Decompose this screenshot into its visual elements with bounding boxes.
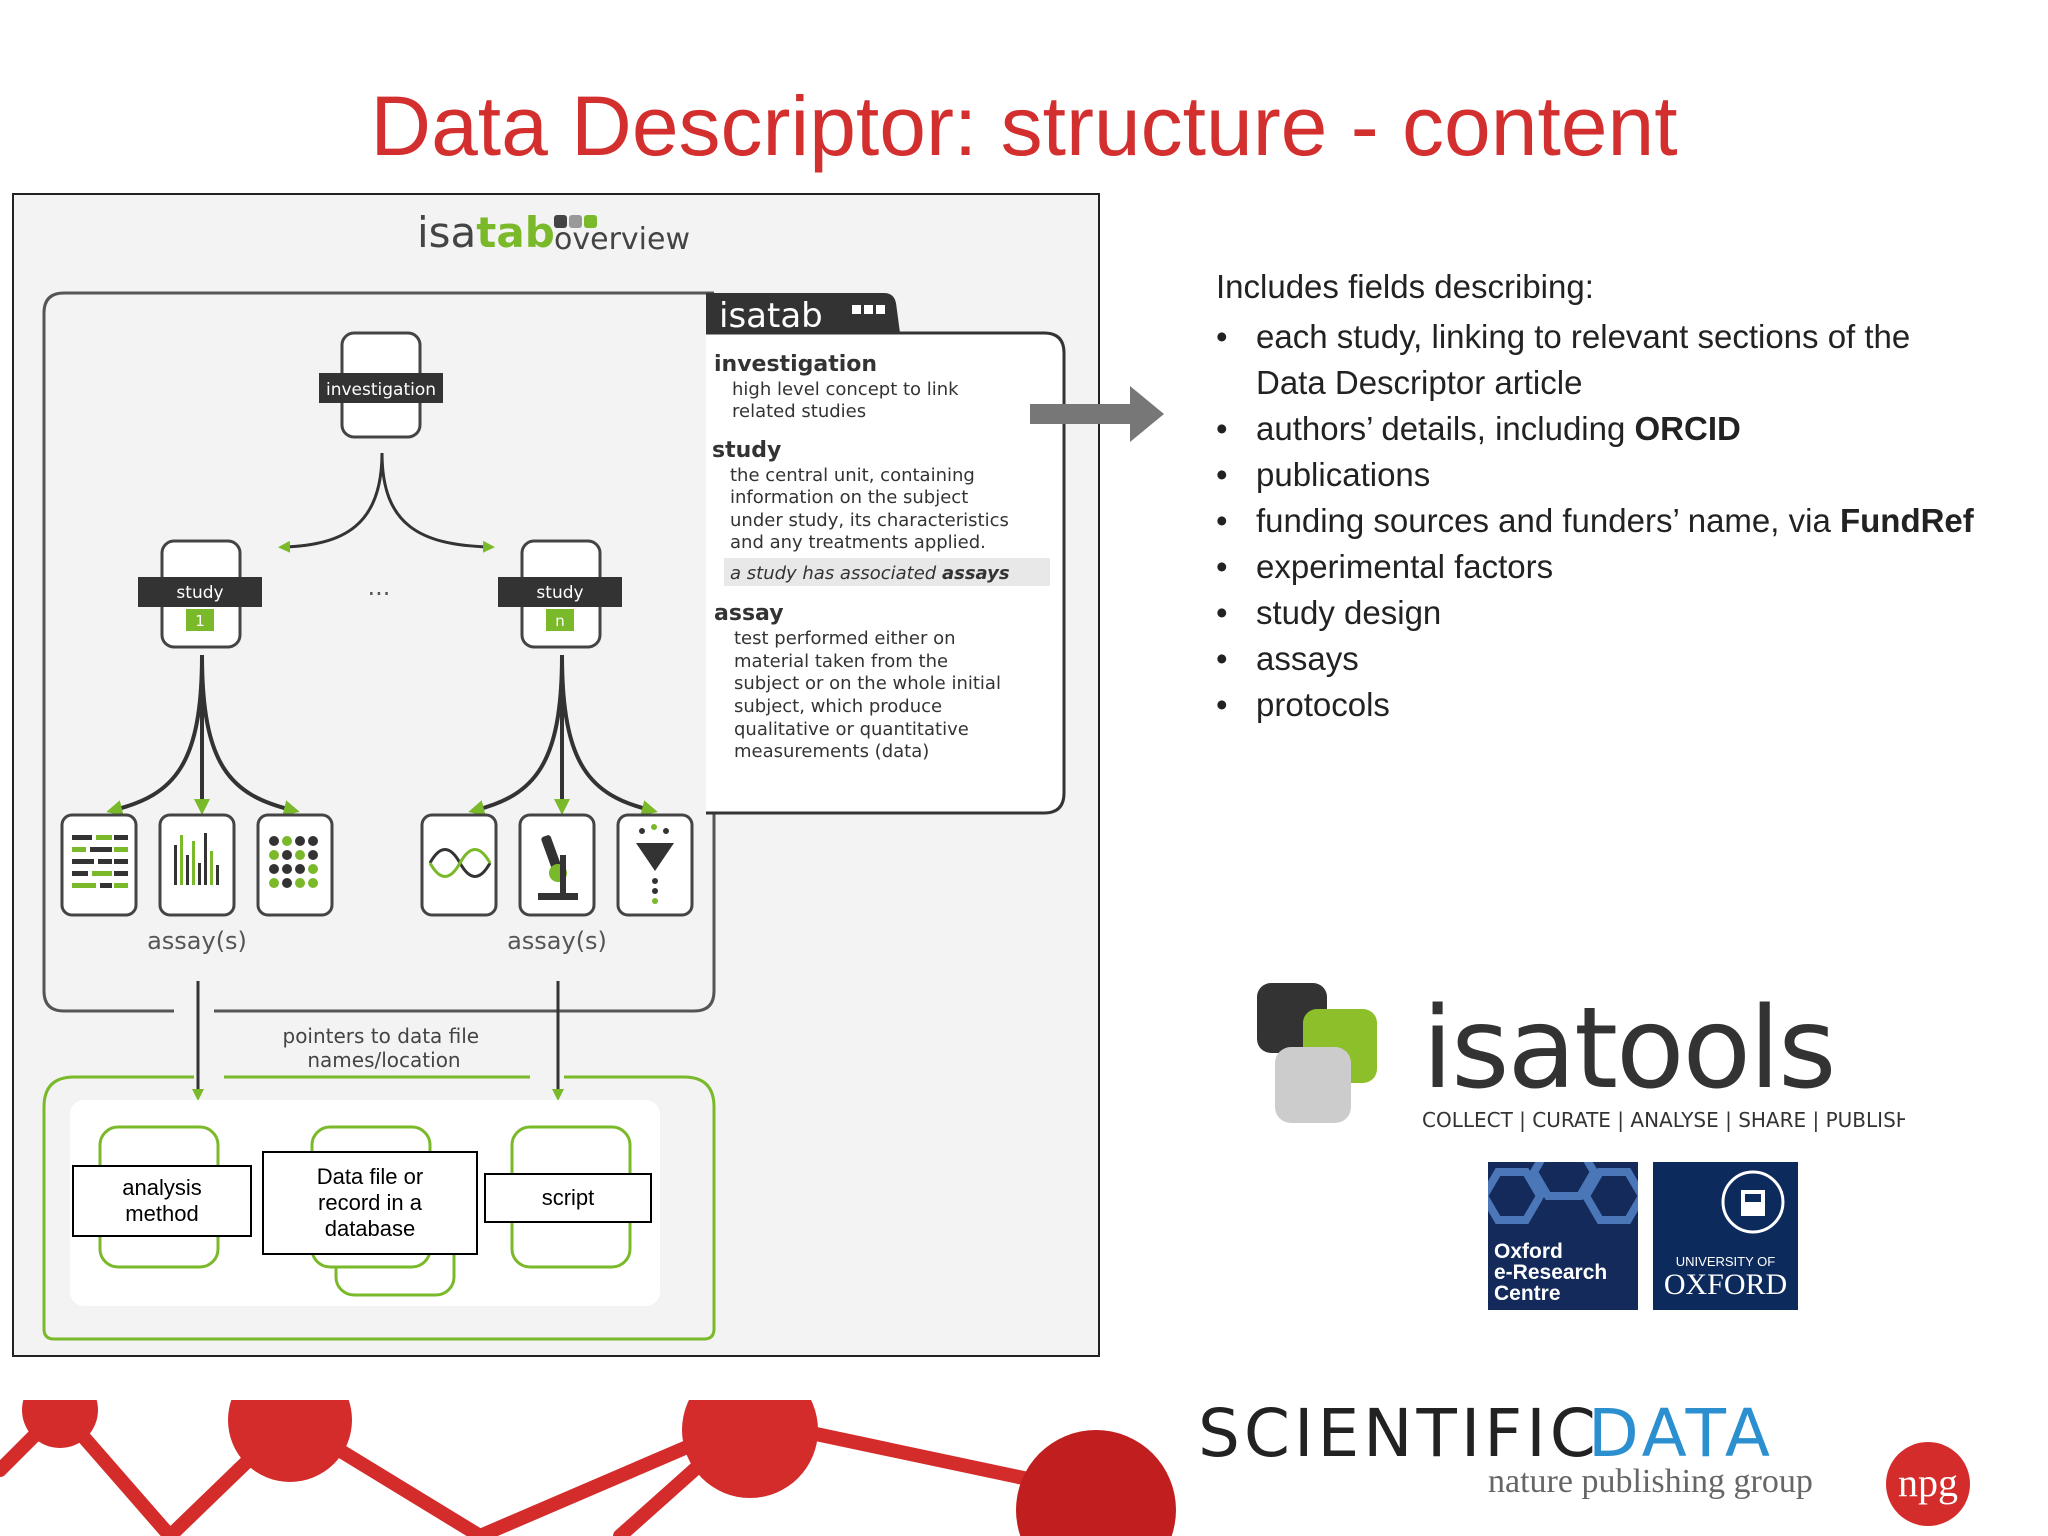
investigation-to-studyn-arrow bbox=[380, 452, 495, 553]
logo-square-icon bbox=[569, 215, 582, 228]
assays-label-left: assay(s) bbox=[147, 927, 247, 955]
study-n-node: study n bbox=[498, 539, 622, 649]
diagram-outer-frame bbox=[42, 291, 716, 1013]
studyn-assay-arrow bbox=[560, 654, 658, 816]
svg-text:overview: overview bbox=[554, 222, 690, 257]
investigation-to-study1-arrow bbox=[278, 452, 384, 553]
study-1-node: study 1 bbox=[138, 539, 262, 649]
fields-list: •each study, linking to relevant section… bbox=[1216, 314, 2016, 728]
study1-assay-arrow bbox=[200, 654, 300, 816]
bullet-icon: • bbox=[1216, 594, 1228, 631]
field-item: Data Descriptor article bbox=[1256, 364, 1583, 401]
badge-square-icon bbox=[876, 305, 885, 314]
svg-text:COLLECT | CURATE | ANALYSE | S: COLLECT | CURATE | ANALYSE | SHARE | PUB… bbox=[1422, 1108, 1905, 1132]
isatab-overview-graphic: isatab overview investigation study 1 ..… bbox=[42, 208, 1066, 1341]
bullet-icon: • bbox=[1216, 502, 1228, 539]
data-files-frame bbox=[42, 1075, 716, 1341]
isatab-diagram: isatab overview investigation study 1 ..… bbox=[12, 193, 1100, 1357]
bullet-icon: • bbox=[1216, 318, 1228, 355]
svg-text:DATA: DATA bbox=[1588, 1395, 1774, 1472]
legend-investigation-desc: high level concept to link related studi… bbox=[732, 379, 964, 422]
pointers-label: pointers to data file names/location bbox=[283, 1024, 486, 1072]
network-decoration bbox=[0, 1400, 1176, 1536]
fields-heading: Includes fields describing: bbox=[1216, 268, 1594, 305]
svg-text:study: study bbox=[712, 438, 781, 463]
svg-text:study: study bbox=[536, 583, 583, 603]
assay-chromatogram-icon bbox=[158, 813, 236, 917]
svg-text:assay: assay bbox=[714, 601, 784, 626]
field-item: •experimental factors bbox=[1216, 544, 2016, 590]
svg-text:investigation: investigation bbox=[714, 352, 877, 377]
script-box: script bbox=[484, 1173, 652, 1223]
assays-label-right: assay(s) bbox=[507, 927, 607, 955]
svg-text:isatools: isatools bbox=[1422, 984, 1835, 1114]
assay-array-icon bbox=[256, 813, 334, 917]
hexagon-pattern-icon bbox=[1488, 1162, 1638, 1224]
right-arrow-icon bbox=[1030, 386, 1164, 442]
scientific-data-logo: SCIENTIFIC DATA nature publishing group … bbox=[1198, 1395, 1970, 1526]
svg-text:study: study bbox=[176, 583, 223, 603]
logo-square-icon bbox=[584, 215, 597, 228]
field-item: •authors’ details, including ORCID bbox=[1216, 406, 2016, 452]
analysis-method-box: analysis method bbox=[72, 1165, 252, 1237]
assay-sequencing-icon bbox=[420, 813, 498, 917]
svg-text:SCIENTIFIC: SCIENTIFIC bbox=[1198, 1395, 1600, 1472]
study1-assay-arrow bbox=[106, 654, 204, 816]
oxford-crest-icon bbox=[1721, 1170, 1785, 1234]
field-item: •protocols bbox=[1216, 682, 2016, 728]
isatab-overview-logo: isatab overview bbox=[417, 208, 690, 257]
more-studies-ellipsis: ... bbox=[368, 573, 391, 601]
field-item: •study design bbox=[1216, 590, 2016, 636]
legend-assay-desc: test performed either on material taken … bbox=[734, 628, 1007, 762]
legend-badge bbox=[706, 293, 900, 333]
isatab-legend-panel: isatab investigation high level concept … bbox=[706, 293, 1066, 815]
field-item: •each study, linking to relevant section… bbox=[1216, 314, 2016, 360]
studyn-assay-arrow bbox=[468, 654, 564, 816]
bullet-icon: • bbox=[1216, 548, 1228, 585]
slide-title: Data Descriptor: structure - content bbox=[370, 79, 1678, 173]
svg-text:1: 1 bbox=[195, 612, 205, 630]
data-file-box: Data file or record in a database bbox=[262, 1151, 478, 1255]
bullet-icon: • bbox=[1216, 456, 1228, 493]
badge-square-icon bbox=[852, 305, 861, 314]
bullet-icon: • bbox=[1216, 410, 1228, 447]
assay-funnel-icon bbox=[616, 813, 694, 917]
investigation-node: investigation bbox=[319, 331, 443, 439]
assay-microscope-icon bbox=[518, 813, 596, 917]
svg-text:npg: npg bbox=[1898, 1460, 1958, 1505]
legend-study-desc: the central unit, containing information… bbox=[730, 465, 1015, 553]
assay-table-icon bbox=[60, 813, 138, 917]
svg-text:isatab: isatab bbox=[417, 208, 555, 257]
field-item: •assays bbox=[1216, 636, 2016, 682]
field-item: •publications bbox=[1216, 452, 2016, 498]
bullet-icon: • bbox=[1216, 640, 1228, 677]
svg-text:isatab: isatab bbox=[719, 296, 823, 336]
oerc-logo: Oxford e-Research Centre bbox=[1488, 1162, 1638, 1310]
svg-text:nature publishing group: nature publishing group bbox=[1488, 1463, 1813, 1500]
svg-text:investigation: investigation bbox=[326, 380, 436, 400]
field-item: •funding sources and funders’ name, via … bbox=[1216, 498, 2016, 544]
badge-square-icon bbox=[864, 305, 873, 314]
isatools-logo: isatools COLLECT | CURATE | ANALYSE | SH… bbox=[1257, 983, 1905, 1132]
bullet-icon: • bbox=[1216, 686, 1228, 723]
logo-square-icon bbox=[554, 215, 567, 228]
oxford-logo: UNIVERSITY OF OXFORD bbox=[1653, 1162, 1798, 1310]
legend-study-note: a study has associated assays bbox=[730, 563, 1010, 584]
fields-panel: Includes fields describing: •each study,… bbox=[1216, 268, 2016, 728]
svg-text:n: n bbox=[555, 612, 565, 630]
